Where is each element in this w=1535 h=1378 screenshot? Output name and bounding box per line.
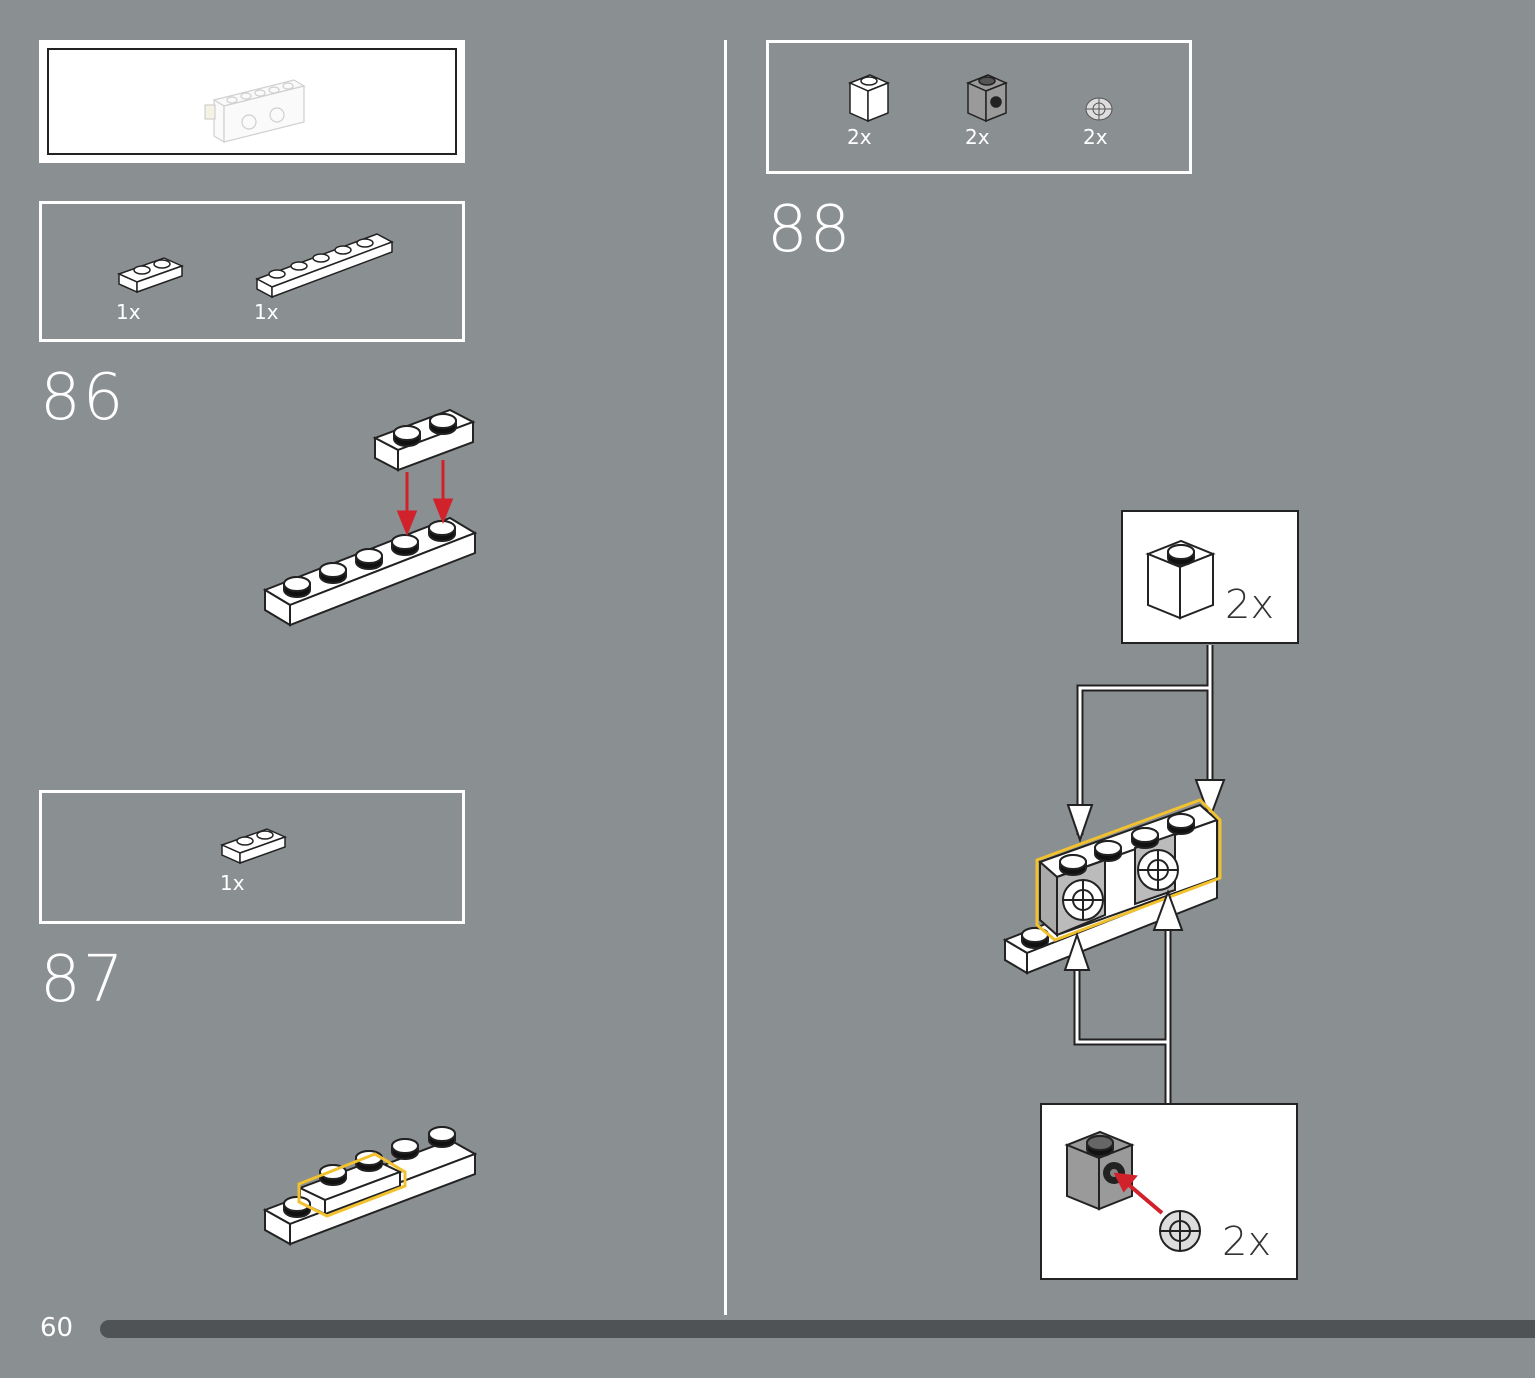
callout-white-brick: 2x — [1121, 510, 1299, 644]
step-88-number: 88 — [767, 193, 853, 267]
plate-1x6-icon — [255, 233, 394, 299]
step-86-part-1-qty: 1x — [116, 300, 141, 324]
step-86-parts-box: 1x 1x — [39, 201, 465, 342]
step-88-part-3-qty: 2x — [1083, 125, 1108, 149]
plate-1x2-icon — [219, 828, 288, 865]
step-86-part-2-qty: 1x — [254, 300, 279, 324]
callout-white-brick-qty: 2x — [1225, 582, 1275, 628]
callout-gray-brick-round-qty: 2x — [1222, 1219, 1272, 1265]
brick-1x1-white-icon — [848, 74, 890, 123]
submodel-preview-panel — [47, 48, 457, 155]
submodel-preview-box — [39, 40, 465, 163]
step-86-number: 86 — [40, 361, 126, 435]
step-88-part-1-qty: 2x — [847, 125, 872, 149]
submodel-preview-image — [204, 79, 306, 144]
step-87-part-1-qty: 1x — [220, 871, 245, 895]
step-87-parts-box: 1x — [39, 790, 465, 924]
page-divider — [724, 40, 727, 1315]
step-88-part-2-qty: 2x — [965, 125, 990, 149]
step-87-number: 87 — [40, 943, 126, 1017]
brick-1x1-white-callout-icon — [1145, 539, 1216, 620]
plate-1x2-icon — [116, 257, 185, 294]
callout-gray-brick-round: 2x — [1040, 1103, 1298, 1280]
step-88-illustration — [1002, 645, 1226, 1105]
step-86-illustration — [262, 408, 478, 627]
step-87-illustration — [262, 1126, 478, 1246]
page-number: 60 — [40, 1313, 74, 1343]
brick-with-round-part-callout-icon — [1064, 1130, 1201, 1252]
round-part-icon — [1085, 97, 1113, 121]
step-88-parts-box: 2x 2x 2x — [766, 40, 1192, 174]
progress-bar — [100, 1320, 1535, 1338]
brick-1x1-gray-icon — [966, 74, 1008, 123]
